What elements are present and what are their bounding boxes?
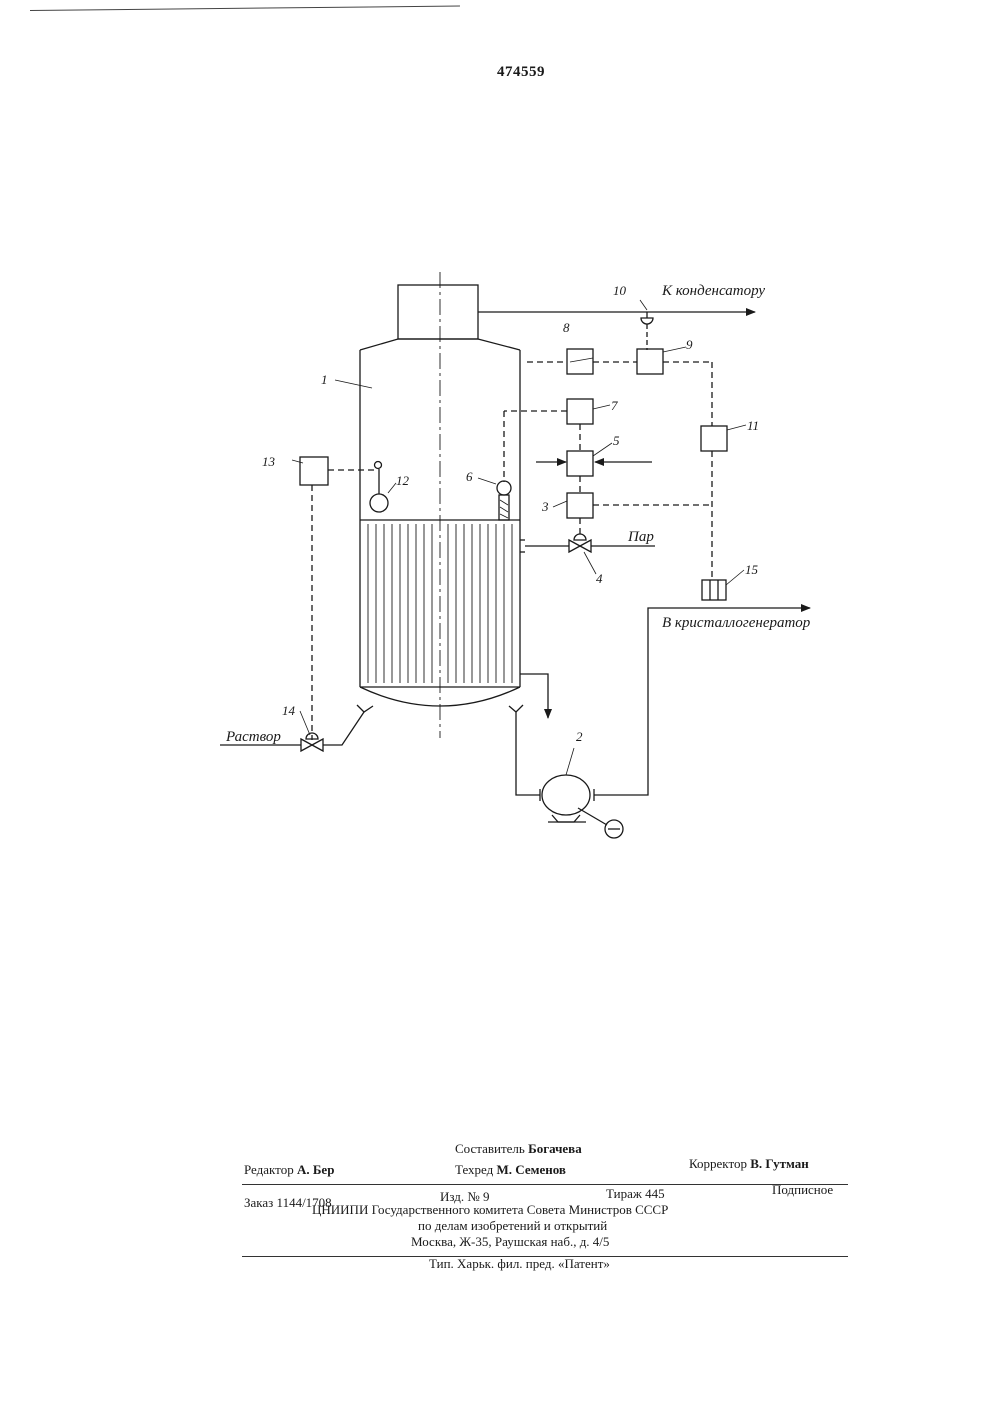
- corrector-name: В. Гутман: [750, 1156, 809, 1171]
- label-13: 13: [262, 454, 276, 469]
- block-9: [637, 349, 663, 374]
- recorder-15: [702, 580, 726, 600]
- pump-2: [540, 775, 623, 838]
- corrector-line: Корректор В. Гутман: [689, 1156, 809, 1172]
- label-9: 9: [686, 337, 693, 352]
- label-12: 12: [396, 473, 410, 488]
- label-2: 2: [576, 729, 583, 744]
- vapor-line: [478, 312, 755, 350]
- corrector-label: Корректор: [689, 1156, 747, 1171]
- label-1: 1: [321, 372, 328, 387]
- label-10: 10: [613, 283, 627, 298]
- techred-line: Техред М. Семенов: [455, 1162, 566, 1178]
- label-11: 11: [747, 418, 759, 433]
- label-15: 15: [745, 562, 759, 577]
- label-14: 14: [282, 703, 296, 718]
- bottom-nozzles: [509, 674, 548, 720]
- flow-steam: Пар: [627, 529, 654, 545]
- editor-label: Редактор: [244, 1162, 294, 1177]
- block-3: [567, 493, 593, 518]
- label-4: 4: [596, 571, 603, 586]
- label-5: 5: [613, 433, 620, 448]
- circulation: Тираж 445: [606, 1186, 665, 1202]
- org-line-3: Москва, Ж-35, Раушская наб., д. 4/5: [411, 1234, 609, 1250]
- label-3: 3: [541, 499, 549, 514]
- flow-to-crystallizer: В кристаллогенератор: [662, 615, 811, 631]
- imprint-rule-top: [242, 1184, 848, 1185]
- org-line-2: по делам изобретений и открытий: [418, 1218, 607, 1234]
- compiler-line: Составитель Богачева: [455, 1141, 582, 1157]
- sensor-6: [497, 481, 511, 520]
- block-7: [567, 399, 593, 424]
- subscription: Подписное: [772, 1182, 833, 1198]
- techred-name: М. Семенов: [497, 1162, 566, 1177]
- editor-line: Редактор А. Бер: [244, 1162, 334, 1178]
- label-7: 7: [611, 398, 618, 413]
- flow-solution: Раствор: [225, 729, 281, 745]
- block-13: [300, 457, 328, 485]
- flow-to-condenser: К конденсатору: [661, 283, 765, 299]
- block-5: [567, 451, 593, 476]
- compiler-name: Богачева: [528, 1141, 582, 1156]
- level-sensor-12: [370, 462, 388, 513]
- block-11: [701, 426, 727, 451]
- label-6: 6: [466, 469, 473, 484]
- printer-line: Тип. Харьк. фил. пред. «Патент»: [429, 1256, 610, 1272]
- org-line-1: ЦНИИПИ Государственного комитета Совета …: [312, 1202, 668, 1218]
- techred-label: Техред: [455, 1162, 493, 1177]
- circulation-line: [516, 608, 810, 795]
- label-8: 8: [563, 320, 570, 335]
- editor-name: А. Бер: [297, 1162, 334, 1177]
- compiler-label: Составитель: [455, 1141, 525, 1156]
